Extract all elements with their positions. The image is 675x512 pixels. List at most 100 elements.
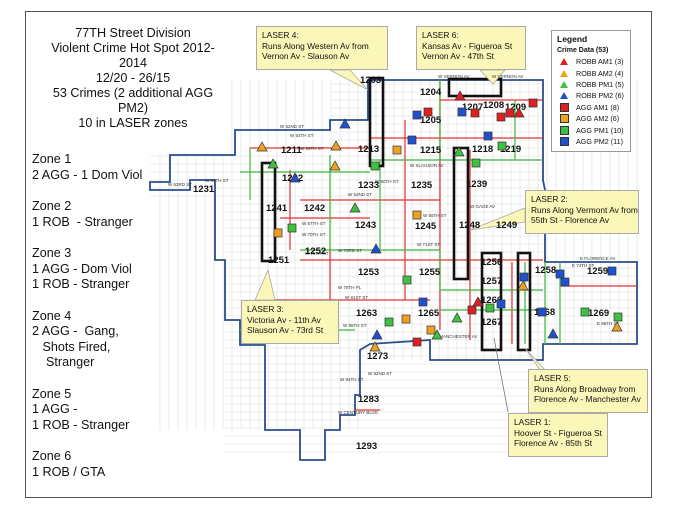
aggravated-assault-marker bbox=[497, 141, 507, 151]
street-label: W 92ND ST bbox=[368, 371, 392, 376]
beat-label: 1239 bbox=[466, 179, 487, 190]
zone-name: Zone 1 bbox=[32, 152, 72, 166]
aggravated-assault-marker bbox=[470, 108, 480, 118]
street-label: W CENTURY BLVD bbox=[338, 410, 379, 415]
aggravated-assault-marker bbox=[505, 108, 515, 118]
beat-label: 1259 bbox=[587, 266, 608, 277]
callout-laser-1: LASER 1: Hoover St - Figueroa St Florenc… bbox=[508, 413, 608, 457]
zone-detail: 1 AGG - Dom Viol bbox=[32, 261, 132, 276]
beat-label: 1233 bbox=[358, 180, 379, 191]
legend-label: AGG PM2 (11) bbox=[576, 136, 623, 146]
aggravated-assault-marker bbox=[287, 223, 297, 233]
aggravated-assault-marker bbox=[273, 228, 283, 238]
street-label: W 81ST ST bbox=[345, 295, 368, 300]
zone-6: Zone 6 1 ROB / GTA bbox=[32, 449, 212, 480]
robbery-marker bbox=[267, 158, 279, 169]
zone-5: Zone 5 1 AGG - 1 ROB - Stranger bbox=[32, 387, 212, 434]
aggravated-assault-marker bbox=[528, 98, 538, 108]
street-label: W SLAUSON AV bbox=[410, 163, 444, 168]
aggravated-assault-marker bbox=[560, 277, 570, 287]
zone-1: Zone 1 2 AGG - 1 Dom Viol bbox=[32, 152, 212, 183]
callout-laser-3: LASER 3: Victoria Av - 11th Av Slauson A… bbox=[241, 300, 339, 344]
crime-markers bbox=[256, 59, 623, 352]
beat-label: 1263 bbox=[356, 308, 377, 319]
legend-item: ROBB PM1 (5) bbox=[557, 79, 625, 90]
triangle-marker-icon bbox=[560, 92, 568, 100]
robbery-marker bbox=[517, 280, 529, 291]
aggravated-assault-marker bbox=[496, 112, 506, 122]
beat-label: 1255 bbox=[419, 267, 441, 278]
robbery-marker bbox=[513, 107, 525, 118]
laser-2-zone bbox=[452, 146, 470, 281]
street-label: W 52ND ST bbox=[280, 124, 304, 129]
aggravated-assault-marker bbox=[370, 161, 380, 171]
beat-label: 1218 bbox=[472, 144, 493, 155]
robbery-marker bbox=[472, 296, 484, 307]
aggravated-assault-marker bbox=[471, 158, 481, 168]
street-label: W 94TH ST bbox=[340, 377, 364, 382]
division-boundary bbox=[149, 79, 638, 461]
beat-label: 1265 bbox=[418, 308, 440, 319]
legend-item: ROBB AM2 (4) bbox=[557, 67, 625, 78]
legend-label: ROBB PM1 (5) bbox=[576, 79, 624, 89]
aggravated-assault-marker bbox=[496, 299, 506, 309]
zone-detail: 2 AGG - 1 Dom Viol bbox=[32, 167, 143, 182]
beat-label: 1215 bbox=[420, 145, 442, 156]
beat-label: 1258 bbox=[535, 265, 556, 276]
beat-label: 1273 bbox=[367, 351, 388, 362]
beat-label: 1245 bbox=[415, 221, 437, 232]
robbery-marker bbox=[547, 328, 559, 339]
street-label: W 64TH ST bbox=[205, 178, 229, 183]
aggravated-assault-marker bbox=[412, 337, 422, 347]
beat-label: 1207 bbox=[462, 102, 483, 113]
legend-item: ROBB AM1 (3) bbox=[557, 56, 625, 67]
robbery-marker bbox=[431, 329, 443, 340]
aggravated-assault-marker bbox=[467, 305, 477, 315]
street-label: W 73RD ST bbox=[338, 248, 362, 253]
robbery-marker bbox=[451, 312, 463, 323]
aggravated-assault-marker bbox=[426, 325, 436, 335]
zone-3: Zone 3 1 AGG - Dom Viol 1 ROB - Stranger bbox=[32, 246, 212, 293]
robbery-marker bbox=[256, 141, 268, 152]
zone-4: Zone 4 2 AGG - Gang, Shots Fired, Strang… bbox=[32, 309, 212, 371]
beat-label: 1251 bbox=[268, 255, 290, 266]
street-label: W VERNON AV bbox=[492, 74, 523, 79]
street-label: W 85TH ST bbox=[343, 323, 367, 328]
beat-label: 1293 bbox=[356, 441, 377, 452]
street-label: W VERNON AV bbox=[438, 74, 469, 79]
street-label: W 78TH PL bbox=[338, 285, 362, 290]
square-marker-icon bbox=[559, 136, 569, 146]
street-label: E FLORENCE AV bbox=[580, 256, 615, 261]
beat-labels: 1203 1204 1205 1207 1208 1209 1211 1213 … bbox=[193, 75, 609, 452]
square-marker-icon bbox=[559, 114, 569, 124]
beat-label: 1269 bbox=[588, 308, 609, 319]
zone-name: Zone 4 bbox=[32, 308, 72, 323]
street-label: W GAGE AV bbox=[470, 204, 495, 209]
aggravated-assault-marker bbox=[519, 272, 529, 282]
street-label: W 65TH ST bbox=[423, 213, 447, 218]
legend-label: ROBB AM1 (3) bbox=[576, 57, 624, 67]
beat-label: 1241 bbox=[266, 203, 288, 214]
title-dates: 12/20 - 26/15 bbox=[95, 71, 171, 85]
street-label: W 63RD ST bbox=[168, 182, 192, 187]
street-label: W 59TH ST bbox=[300, 146, 324, 151]
beat-label: 1208 bbox=[483, 100, 504, 111]
title-laser-count: 10 in LASER zones bbox=[78, 116, 188, 130]
beat-label: 1243 bbox=[355, 220, 376, 231]
beat-label: 1205 bbox=[420, 115, 442, 126]
zone-name: Zone 6 bbox=[32, 449, 72, 463]
zone-detail: 1 ROB / GTA bbox=[32, 464, 106, 479]
beat-label: 1257 bbox=[481, 276, 502, 287]
street-label: W 54TH ST bbox=[290, 133, 314, 138]
street-label: W 71ST ST bbox=[417, 242, 440, 247]
zone-2: Zone 2 1 ROB - Stranger bbox=[32, 199, 212, 230]
legend-item: AGG AM1 (8) bbox=[557, 102, 625, 113]
street-label: W 75TH ST bbox=[305, 251, 329, 256]
aggravated-assault-marker bbox=[457, 107, 467, 117]
legend-item: AGG PM2 (11) bbox=[557, 136, 625, 147]
aggravated-assault-marker bbox=[423, 107, 433, 117]
aggravated-assault-marker bbox=[607, 266, 617, 276]
aggravated-assault-marker bbox=[483, 131, 493, 141]
beat-label: 1211 bbox=[281, 145, 302, 156]
